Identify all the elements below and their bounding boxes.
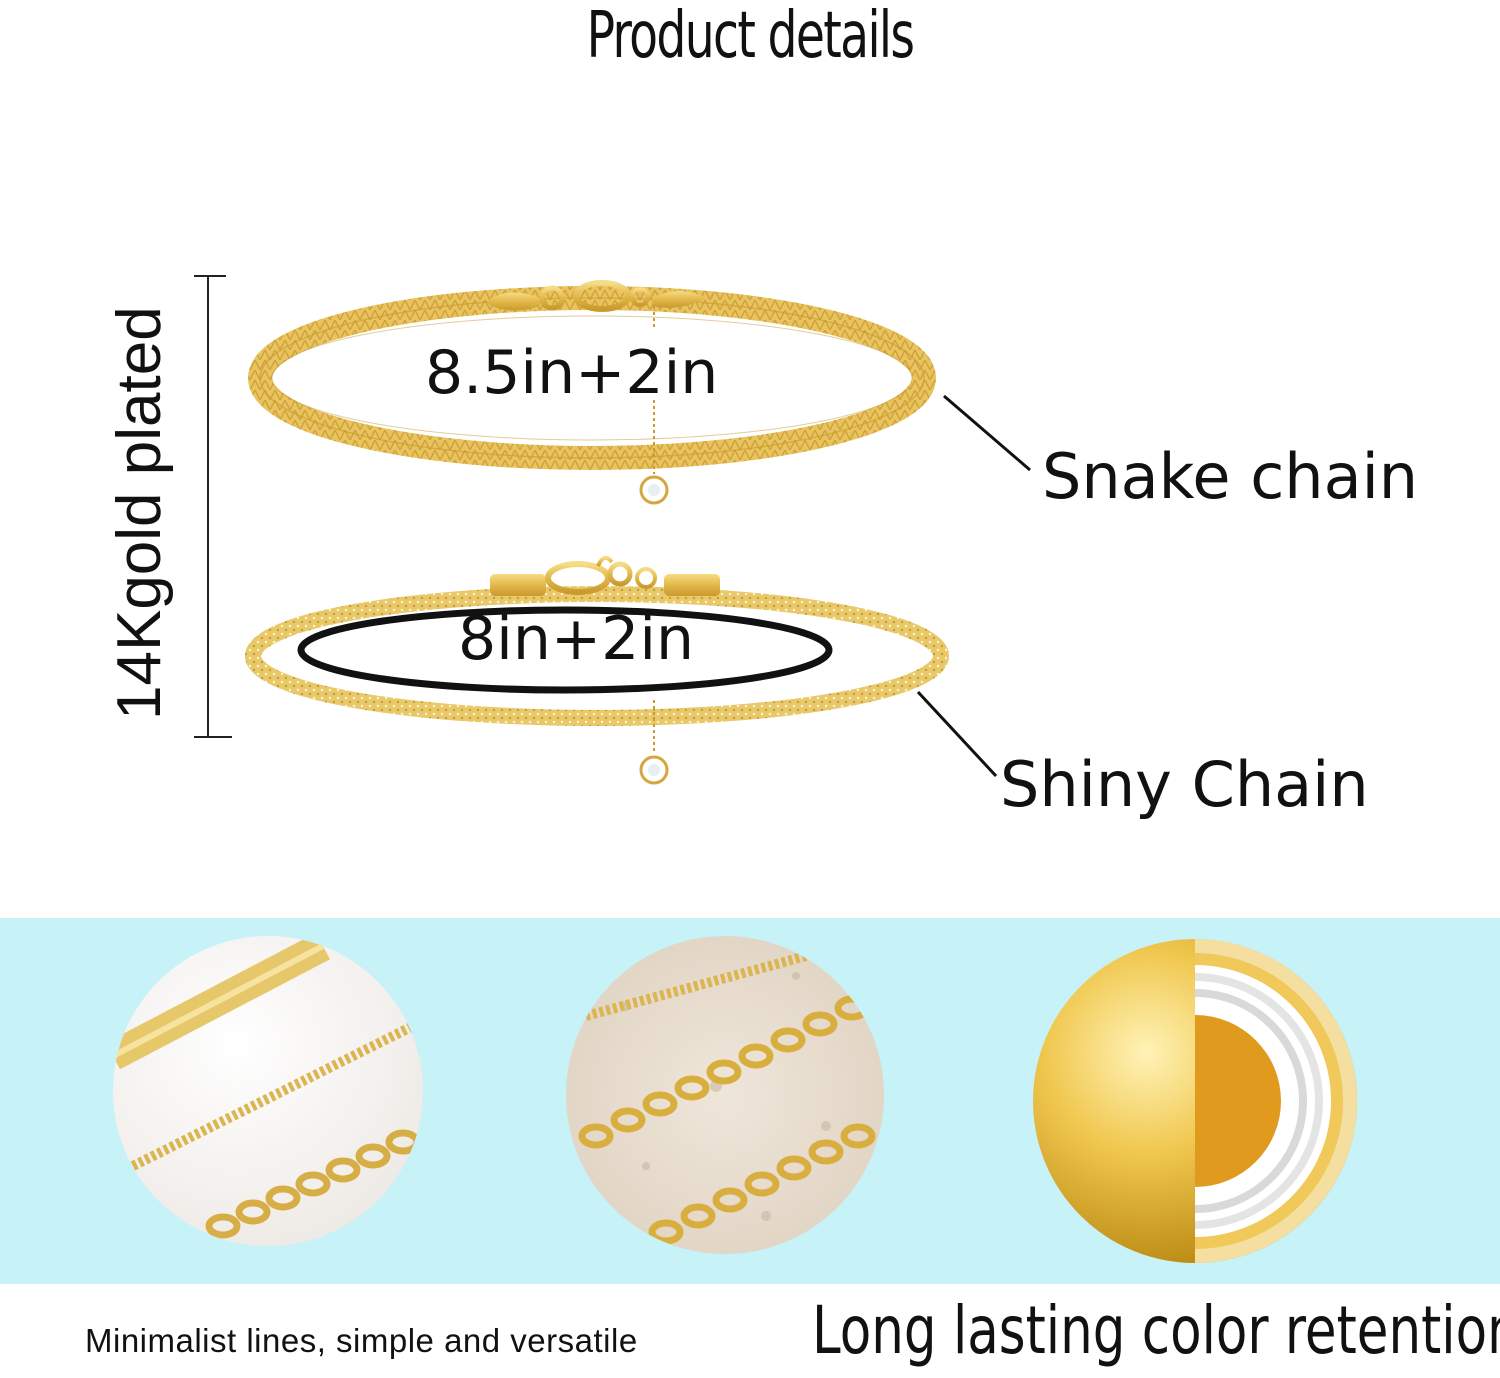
page-title: Product details: [586, 0, 915, 73]
shiny-chain-size: 8in+2in: [458, 604, 695, 674]
plating-layers-icon: [1030, 936, 1360, 1266]
snake-chain-bracelet: [248, 280, 936, 505]
bracelet-illustration: [194, 275, 1031, 785]
highlight-oval: [297, 606, 833, 694]
snake-chain-label: Snake chain: [1042, 440, 1419, 513]
shiny-callout-line: [916, 690, 998, 778]
shiny-chain-label: Shiny Chain: [1000, 748, 1369, 821]
color-retention-caption: Long lasting color retention: [812, 1292, 1500, 1369]
snake-chain-size: 8.5in+2in: [425, 338, 719, 408]
shiny-chain-bracelet: [245, 555, 949, 785]
plating-label: 14Kgold plated: [105, 306, 174, 720]
chain-closeup-photo: [113, 936, 423, 1246]
minimalist-caption: Minimalist lines, simple and versatile: [85, 1322, 638, 1359]
chains-on-stone-photo: [566, 936, 884, 1254]
snake-callout-line: [943, 394, 1031, 472]
dimension-bracket: [194, 275, 232, 738]
